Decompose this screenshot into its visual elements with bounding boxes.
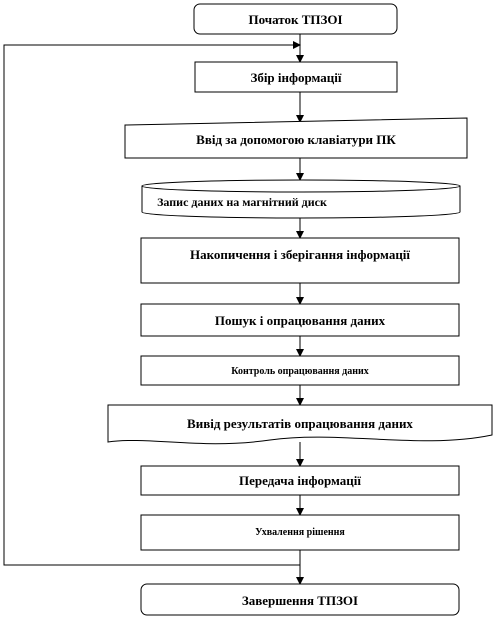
- start-node: Початок ТПЗОІ: [193, 3, 398, 35]
- decision-shape: [140, 514, 460, 551]
- end-label: Завершення ТПЗОІ: [242, 593, 358, 608]
- output-node: Вивід результатів опрацювання даних: [107, 404, 493, 445]
- control-node: Контроль опрацювання даних: [140, 355, 460, 386]
- accumulate-label: Накопичення і зберігання інформації: [190, 247, 410, 262]
- transfer-node: Передача інформації: [140, 465, 460, 496]
- record-label: Запис даних на магнітний диск: [157, 195, 327, 209]
- output-shape: [107, 404, 493, 445]
- record-shape-top: [141, 179, 461, 193]
- decision-node: Ухвалення рішення: [140, 514, 460, 551]
- output-label: Вивід результатів опрацювання даних: [187, 416, 413, 431]
- collect-node: Збір інформації: [194, 61, 398, 93]
- feedback-loop-arrow: [3, 41, 301, 566]
- start-label: Початок ТПЗОІ: [248, 12, 342, 27]
- end-shape: [140, 583, 460, 616]
- search-node: Пошук і опрацювання даних: [140, 303, 460, 337]
- connectors: [3, 34, 304, 585]
- collect-shape: [194, 61, 398, 93]
- end-node: Завершення ТПЗОІ: [140, 583, 460, 616]
- control-shape: [140, 355, 460, 386]
- transfer-shape: [140, 465, 460, 496]
- accumulate-node: Накопичення і зберігання інформації: [140, 237, 460, 284]
- collect-label: Збір інформації: [250, 70, 341, 85]
- decision-label: Ухвалення рішення: [255, 527, 345, 538]
- input-node: Ввід за допомогою клавіатури ПК: [124, 117, 468, 159]
- start-shape: [193, 3, 398, 35]
- transfer-label: Передача інформації: [239, 473, 361, 488]
- record-shape-body: [141, 185, 461, 219]
- record-node: Запис даних на магнітний диск: [141, 179, 461, 219]
- accumulate-shape: [140, 237, 460, 284]
- input-shape: [124, 117, 468, 159]
- search-shape: [140, 303, 460, 337]
- input-label: Ввід за допомогою клавіатури ПК: [196, 132, 396, 147]
- control-label: Контроль опрацювання даних: [231, 366, 369, 377]
- search-label: Пошук і опрацювання даних: [215, 313, 386, 328]
